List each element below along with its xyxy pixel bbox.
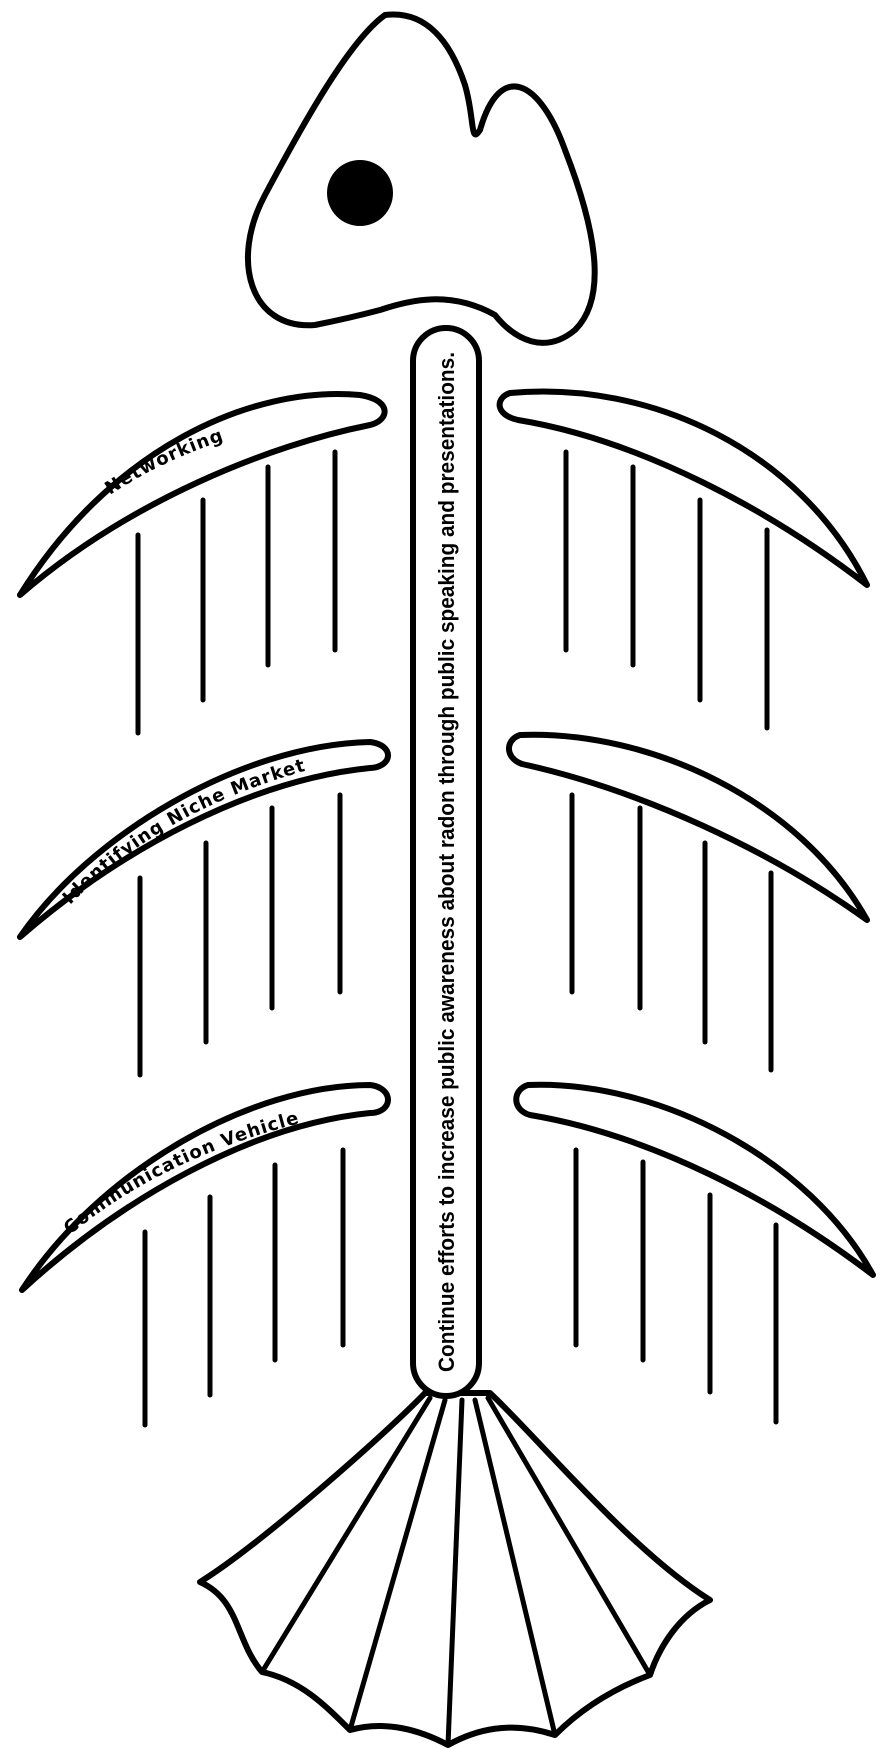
- spine-text: Continue efforts to increase public awar…: [434, 352, 459, 1372]
- fish-eye: [327, 160, 393, 226]
- bone-right-1: [500, 391, 867, 585]
- fish-head: [248, 14, 595, 342]
- bone-right-2: [509, 735, 867, 920]
- bone-right-3: [516, 1085, 873, 1275]
- bone-left-3: [22, 1085, 388, 1290]
